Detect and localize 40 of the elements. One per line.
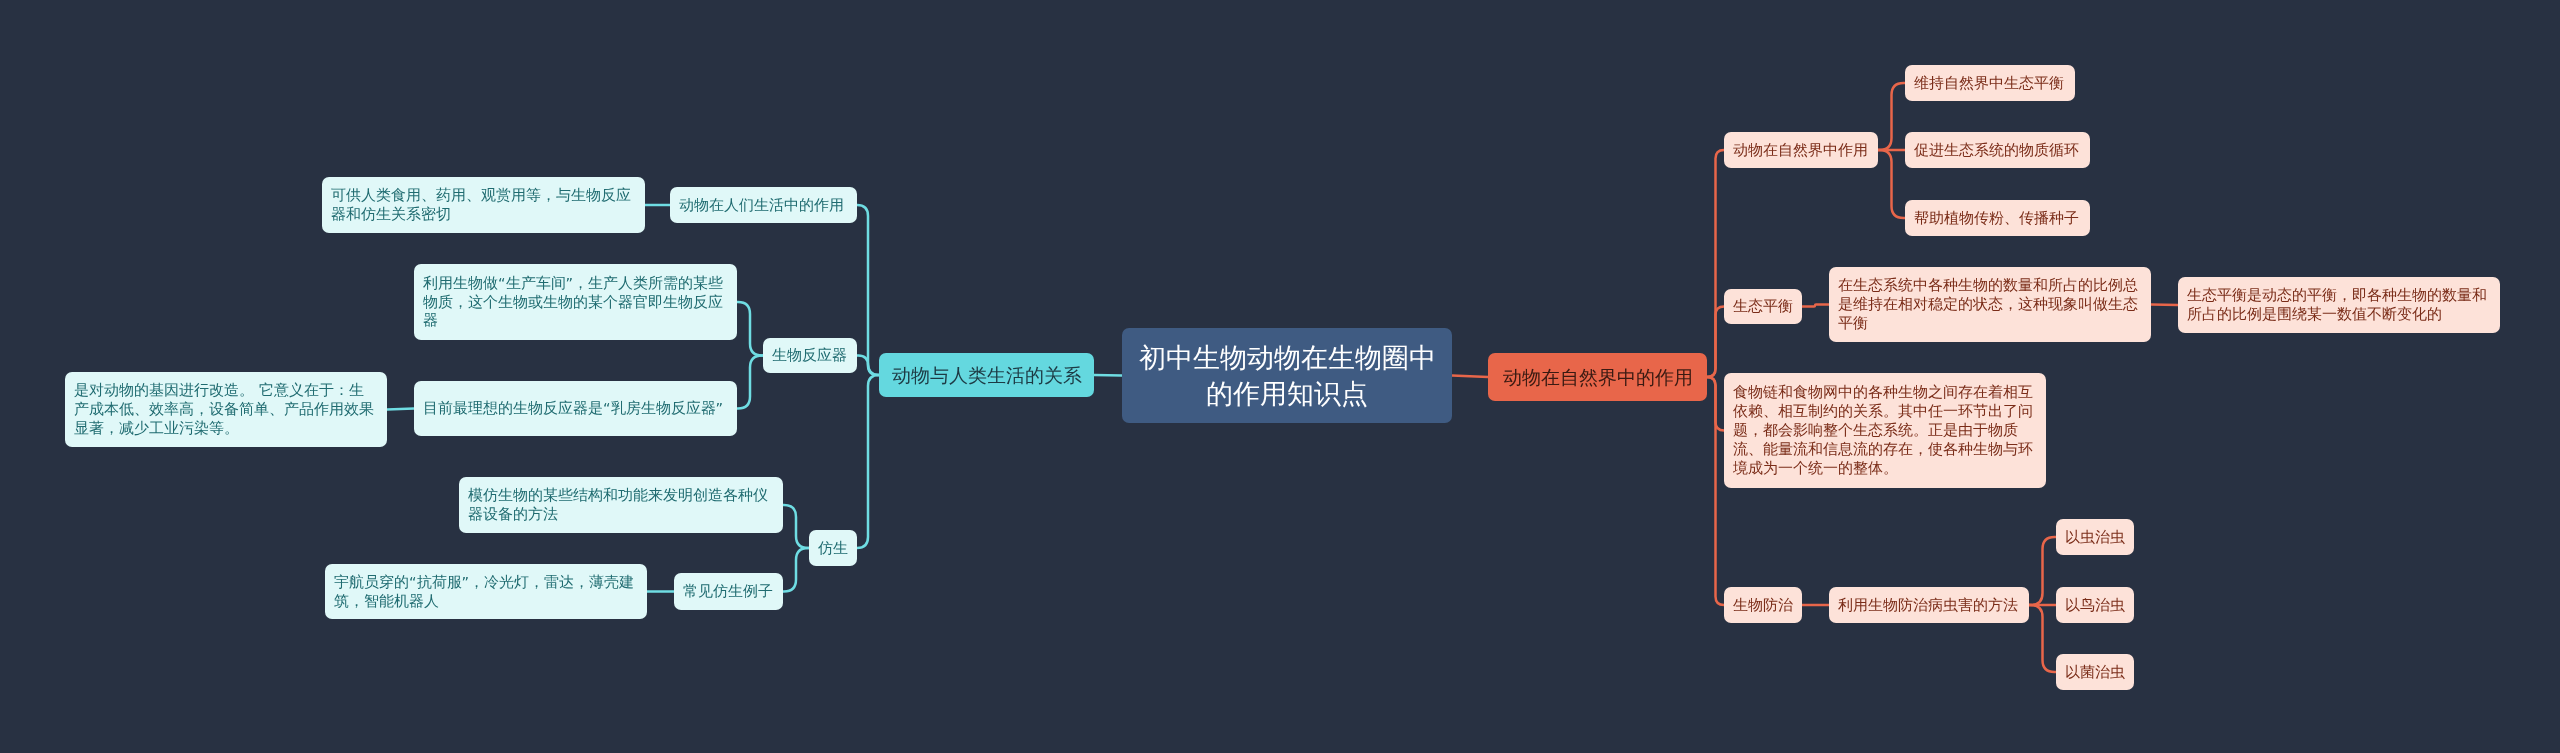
subtopic-box: 食物链和食物网中的各种生物之间存在着相互依赖、相互制约的关系。其中任一环节出了问题，都会影响整个生态系统。正是由于物质流、能量流和信息流的存在，使各种生物与环境成为一个统一的整体。 bbox=[1724, 373, 2046, 488]
subtopic-box: 以虫治虫 bbox=[2056, 519, 2134, 555]
subtopic-box: 促进生态系统的物质循环 bbox=[1905, 132, 2090, 168]
connector-line bbox=[645, 203, 670, 207]
subtopic-box: 可供人类食用、药用、观赏用等，与生物反应器和仿生关系密切 bbox=[322, 177, 645, 233]
connector-line bbox=[1451, 374, 1489, 379]
connector-line bbox=[2150, 303, 2179, 307]
connector-line bbox=[1801, 603, 1829, 607]
subtopic-box: 生物防治 bbox=[1724, 587, 1802, 623]
subtopic-box: 帮助植物传粉、传播种子 bbox=[1905, 200, 2090, 236]
subtopic-box: 以菌治虫 bbox=[2056, 654, 2134, 690]
central-topic-box: 初中生物动物在生物圈中的作用知识点 bbox=[1122, 328, 1452, 423]
subtopic-box: 生物反应器 bbox=[763, 338, 857, 373]
connector-line bbox=[782, 546, 810, 593]
subtopic-box: 利用生物防治病虫害的方法 bbox=[1829, 587, 2029, 623]
branch-topic-box: 动物在自然界中的作用 bbox=[1488, 353, 1707, 401]
subtopic-box: 维持自然界中生态平衡 bbox=[1905, 65, 2075, 101]
connector-line bbox=[1093, 373, 1123, 377]
subtopic-box: 动物在自然界中作用 bbox=[1724, 132, 1878, 168]
subtopic-box: 模仿生物的某些结构和功能来发明创造各种仪器设备的方法 bbox=[459, 477, 783, 533]
subtopic-box: 利用生物做“生产车间”，生产人类所需的某些物质，这个生物或生物的某个器官即生物反应器 bbox=[414, 264, 737, 340]
subtopic-box: 常见仿生例子 bbox=[674, 573, 783, 610]
subtopic-box: 在生态系统中各种生物的数量和所占的比例总是维持在相对稳定的状态，这种现象叫做生态平衡 bbox=[1829, 267, 2151, 342]
subtopic-box: 仿生 bbox=[809, 530, 857, 566]
connector-line bbox=[855, 373, 881, 550]
connector-line bbox=[386, 407, 415, 411]
connector-line bbox=[1877, 148, 1906, 220]
subtopic-box: 生态平衡 bbox=[1724, 289, 1802, 324]
connector-line bbox=[736, 354, 764, 410]
connector-line bbox=[1801, 303, 1829, 308]
subtopic-box: 目前最理想的生物反应器是“乳房生物反应器” bbox=[414, 381, 737, 436]
subtopic-box: 宇航员穿的“抗荷服”，冷光灯，雷达，薄壳建筑，智能机器人 bbox=[325, 564, 647, 619]
connector-line bbox=[1705, 375, 1726, 607]
subtopic-box: 以鸟治虫 bbox=[2056, 587, 2134, 623]
subtopic-box: 动物在人们生活中的作用 bbox=[670, 187, 857, 223]
branch-topic-box: 动物与人类生活的关系 bbox=[879, 353, 1094, 397]
connector-line bbox=[647, 590, 674, 593]
subtopic-box: 是对动物的基因进行改造。 它意义在于：生产成本低、效率高，设备简单、产品作用效果显著，减少工业污染等。 bbox=[65, 372, 387, 447]
connector-line bbox=[2028, 603, 2057, 674]
subtopic-box: 生态平衡是动态的平衡，即各种生物的数量和所占的比例是围绕某一数值不断变化的 bbox=[2178, 277, 2500, 333]
